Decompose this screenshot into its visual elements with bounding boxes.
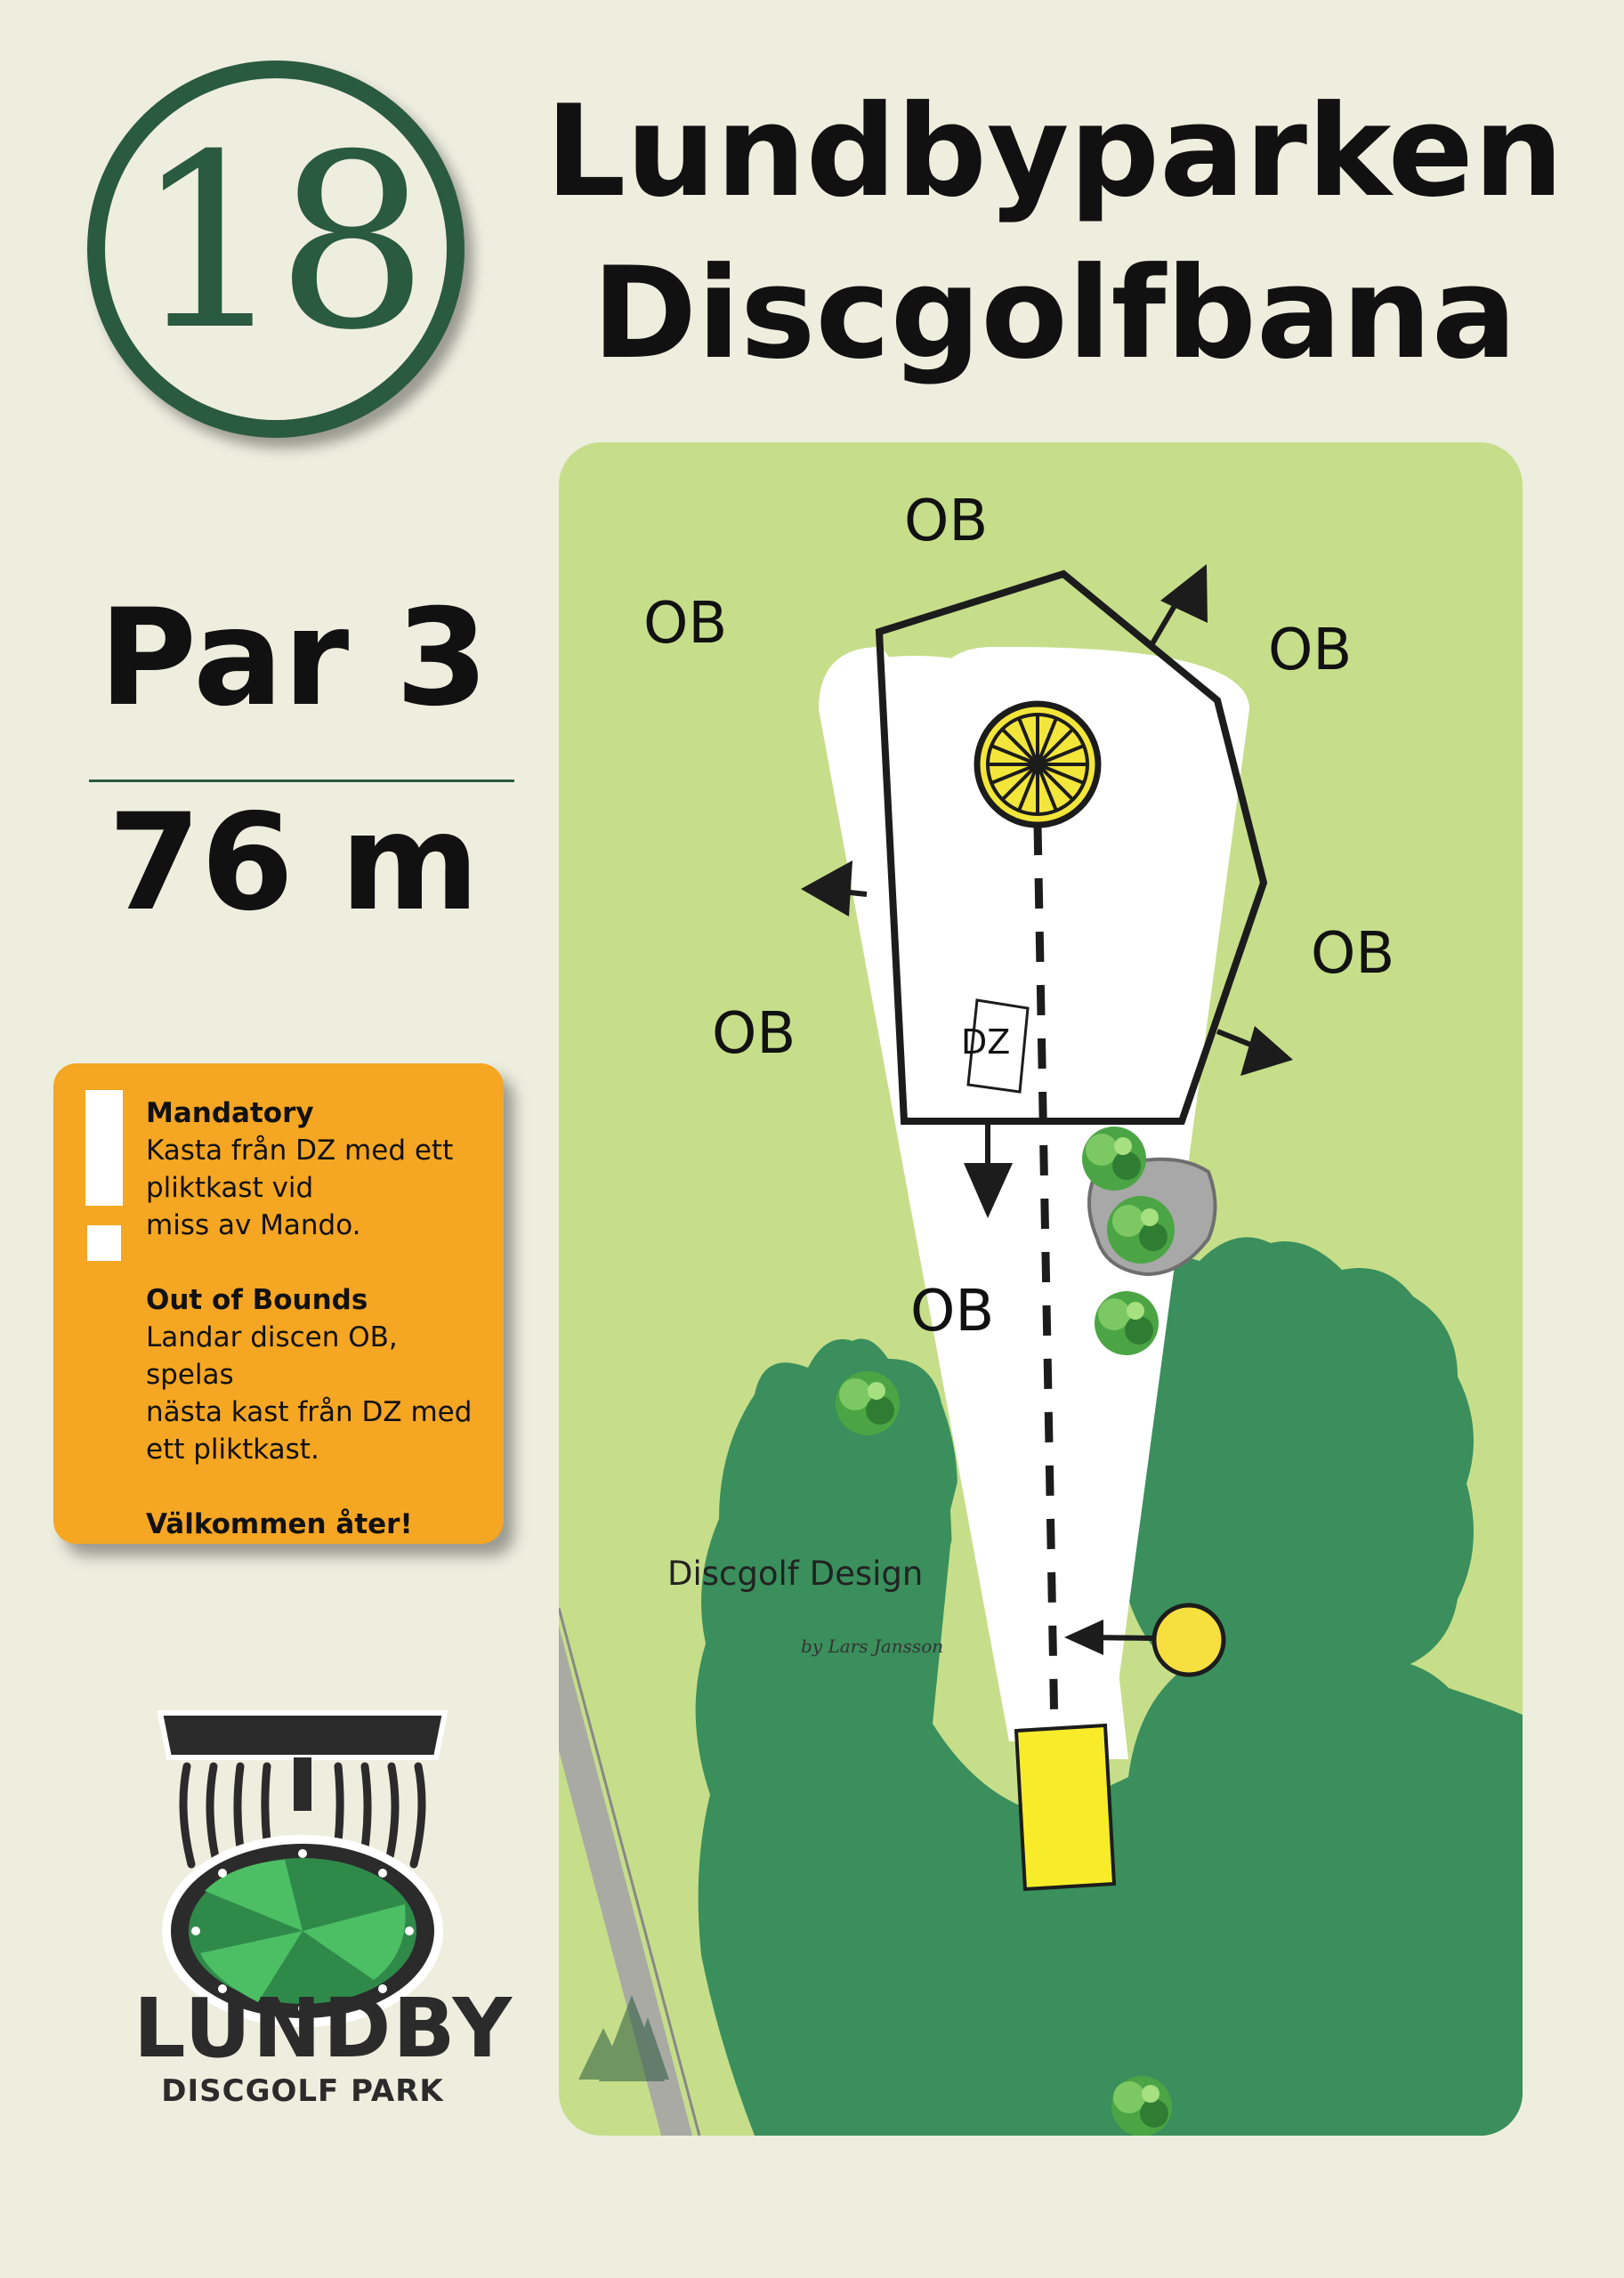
- rules-spacer: [146, 1468, 493, 1506]
- oob-heading: Out of Bounds: [146, 1284, 368, 1316]
- rules-text: Mandatory Kasta från DZ med ett pliktkas…: [146, 1095, 493, 1543]
- mandatory-line: pliktkast vid: [146, 1172, 314, 1204]
- ob-label: OB: [1311, 921, 1395, 987]
- oob-line: Landar discen OB, spelas: [146, 1321, 398, 1391]
- mandatory-line: miss av Mando.: [146, 1209, 361, 1241]
- par-value: Par 3: [99, 581, 489, 736]
- mando-marker: [1151, 1603, 1226, 1677]
- mandatory-line: Kasta från DZ med ett: [146, 1135, 454, 1167]
- tee-pad: [1014, 1723, 1117, 1892]
- exclamation-icon: [85, 1090, 123, 1261]
- credit-tree-icon: [578, 1995, 669, 2081]
- rules-box: Mandatory Kasta från DZ med ett pliktkas…: [53, 1063, 504, 1544]
- credit-text: Discgolf Design: [667, 1555, 924, 1593]
- ob-label: OB: [910, 1279, 995, 1345]
- mando-arrow-icon: [1064, 1620, 1103, 1655]
- hole-map-graphics: [559, 564, 1523, 2136]
- credit-signature: by Lars Jansson: [801, 1636, 944, 1657]
- tree-canopy: [695, 1237, 1523, 2136]
- lundby-basket-logo: [157, 1710, 448, 2027]
- par-divider: [89, 780, 514, 782]
- distance-value: 76 m: [108, 786, 480, 941]
- mandatory-heading: Mandatory: [146, 1097, 314, 1129]
- ob-boundary: [875, 570, 1268, 1125]
- dz-label: DZ: [961, 1022, 1011, 1062]
- logo-wordmark: LUNDBY DISCGOLF PARK: [133, 1981, 514, 2110]
- hole-number: 18: [133, 102, 429, 383]
- hole-map: OB OB OB OB OB OB DZ: [559, 442, 1523, 2136]
- drop-zone: [966, 998, 1030, 1094]
- hole-number-badge-inner: 18: [105, 78, 447, 420]
- logo-name: LUNDBY: [133, 1981, 514, 2076]
- rules-spacer: [146, 1244, 493, 1281]
- basket-icon: [974, 700, 1102, 828]
- bush-icons: [836, 1127, 1175, 2136]
- oob-line: nästa kast från DZ med: [146, 1396, 473, 1428]
- course-title-line1: Lundbyparken: [545, 78, 1564, 225]
- ob-label: OB: [712, 1001, 796, 1067]
- course-title-line2: Discgolfbana: [592, 240, 1517, 387]
- ob-label: OB: [643, 591, 728, 657]
- course-title: Lundbyparken Discgolfbana: [525, 71, 1584, 395]
- ob-arrows: [801, 564, 1293, 1218]
- oob-line: ett pliktkast.: [146, 1434, 319, 1466]
- logo-subtitle: DISCGOLF PARK: [161, 2073, 444, 2109]
- ob-label: OB: [1268, 618, 1353, 683]
- line-of-play: [1033, 824, 1059, 1733]
- ob-label: OB: [904, 489, 989, 554]
- closing-text: Välkommen åter!: [146, 1508, 413, 1540]
- road: [559, 1626, 692, 2136]
- hole-number-badge: 18: [87, 61, 465, 438]
